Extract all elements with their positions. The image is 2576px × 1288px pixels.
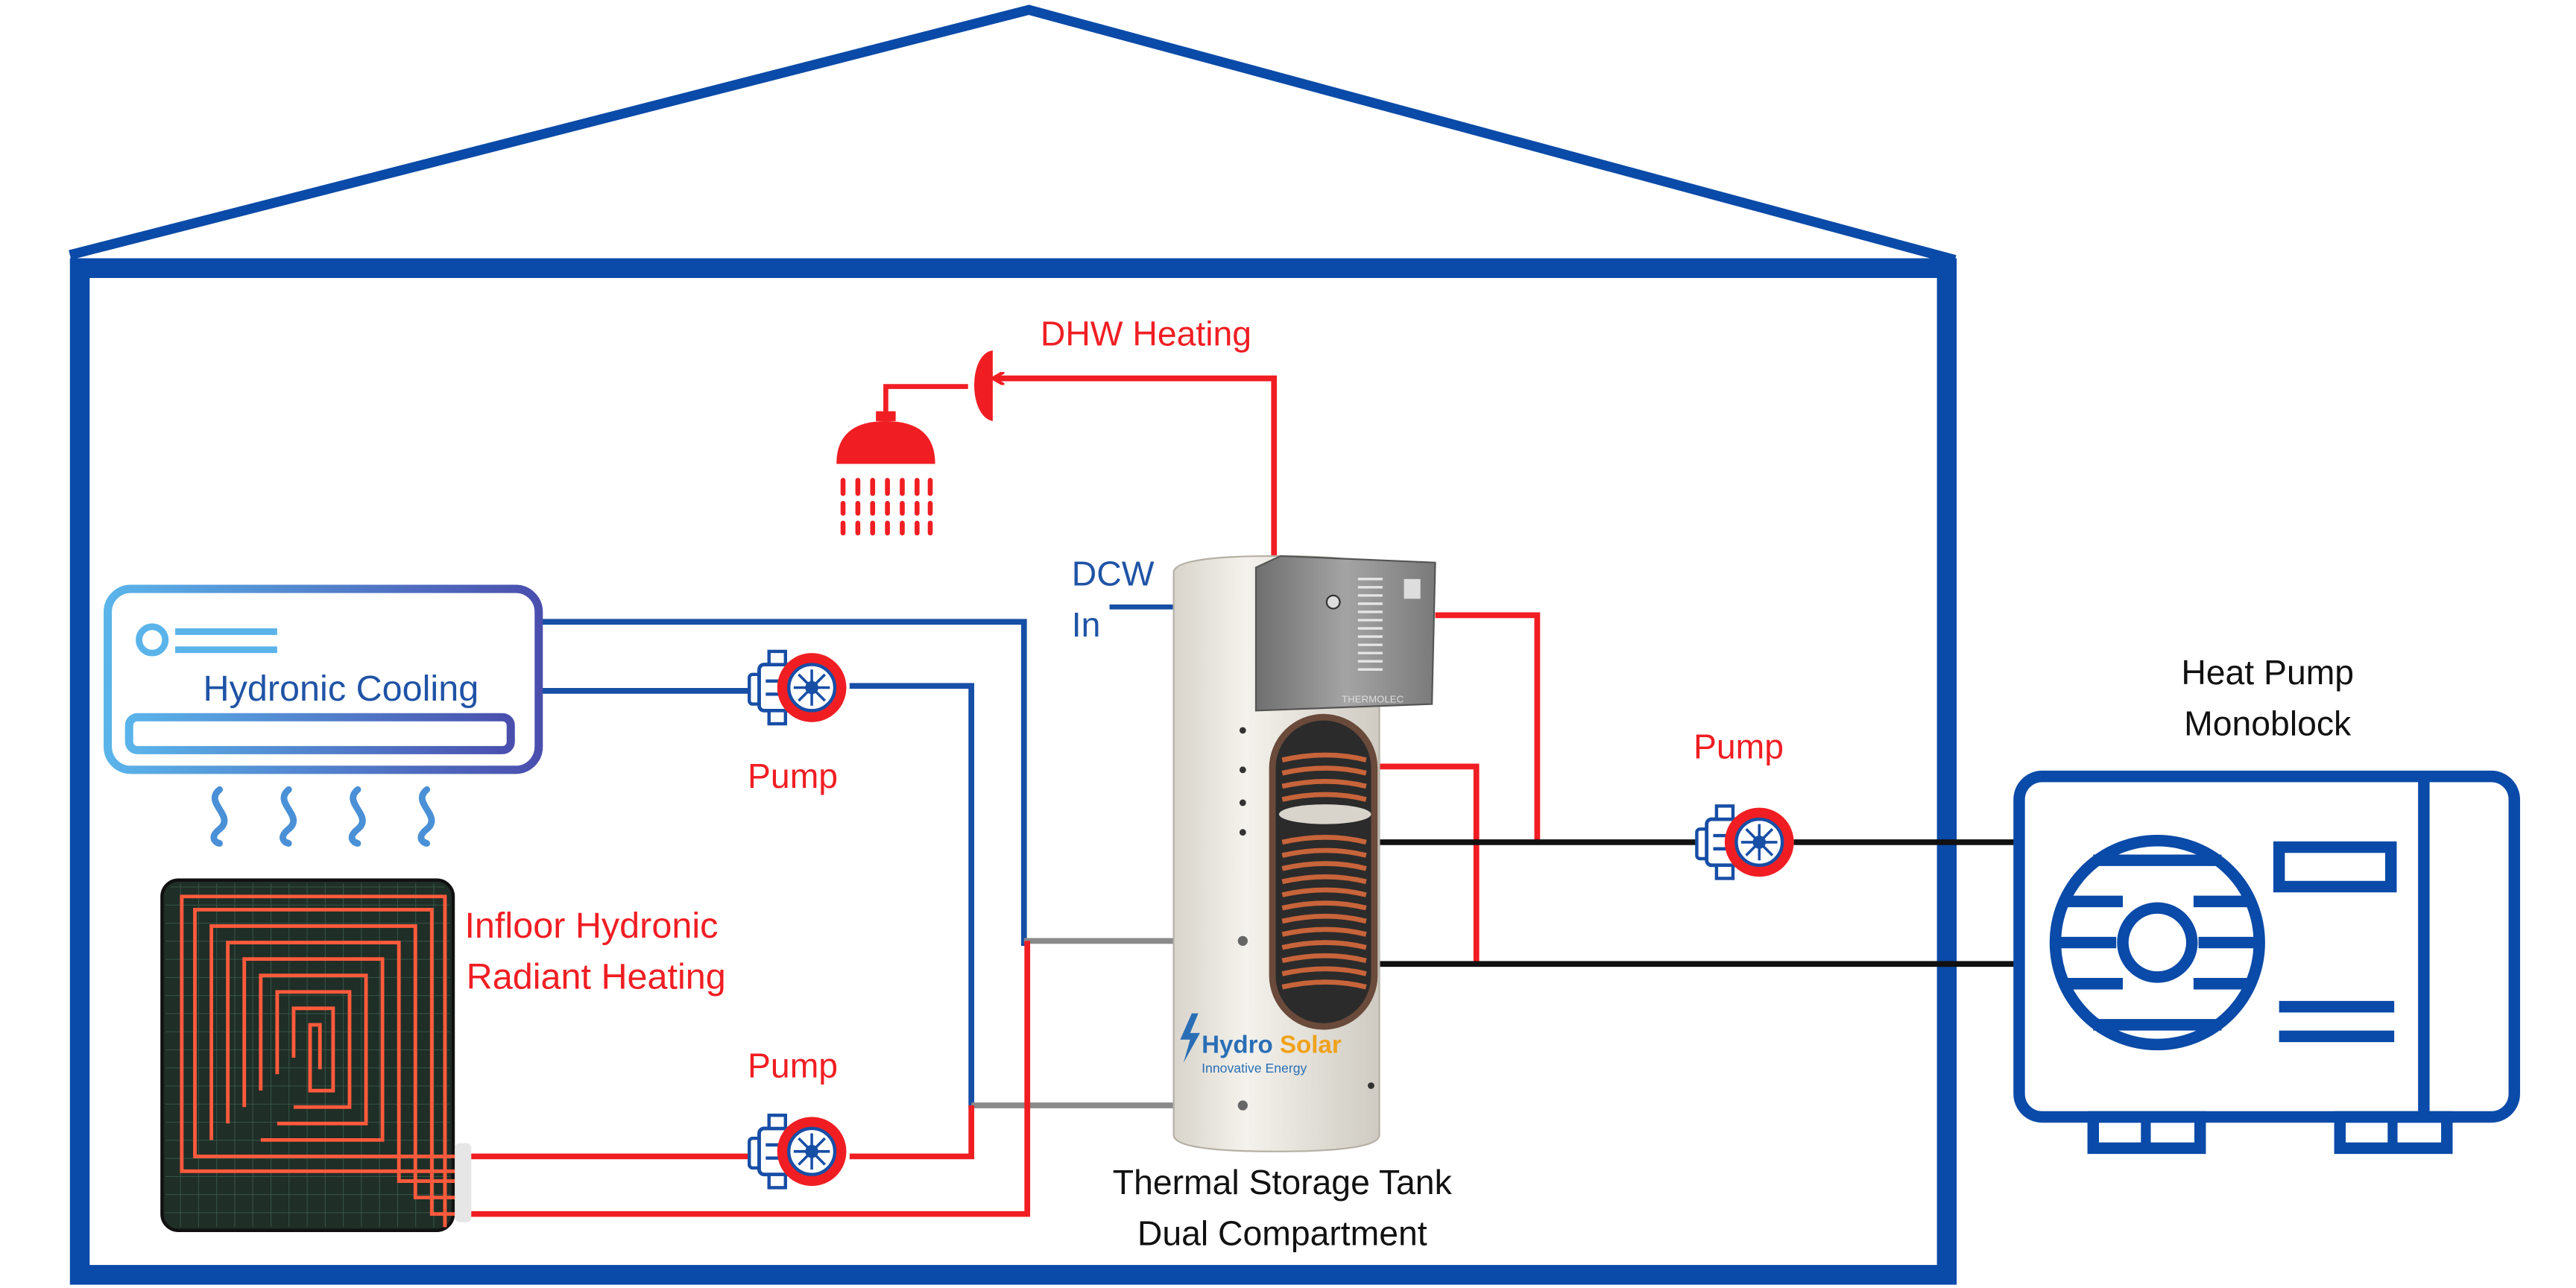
infloor-label-line1: Infloor Hydronic: [464, 906, 718, 946]
hydronic-cooling-label: Hydronic Cooling: [203, 669, 479, 709]
circulation-pump-icon: [749, 1115, 846, 1187]
svg-text:Hydro Solar: Hydro Solar: [1202, 1031, 1342, 1058]
pipework: [461, 379, 2016, 1217]
dhw-heating-label: DHW Heating: [1041, 314, 1251, 353]
cold-air-waves: [210, 786, 435, 847]
outdoor-heat-pump-icon: [2013, 770, 2520, 1155]
infloor-label-line2: Radiant Heating: [467, 956, 726, 997]
wall-ac-unit-icon: [104, 584, 543, 774]
radiant-supply-pipe-2: [849, 1105, 975, 1160]
pump-label-lower: Pump: [748, 1046, 838, 1085]
coil-bypass-pipe: [1379, 763, 1480, 965]
radiant-floor-coil-icon: [160, 878, 472, 1232]
tank-label-line2: Dual Compartment: [1137, 1214, 1427, 1253]
control-box: THERMOLEC: [1254, 555, 1436, 712]
shower-icon: [836, 350, 993, 536]
dcw-label-line1: DCW: [1072, 555, 1155, 593]
circulation-pump-icon: [749, 651, 846, 724]
tank-label-line1: Thermal Storage Tank: [1113, 1163, 1453, 1202]
dcw-label-line2: In: [1072, 605, 1101, 644]
radiant-return-pipe: [461, 941, 1031, 1217]
cooling-supply-pipe: [540, 619, 1027, 946]
tank-brand-tagline: Innovative Energy: [1202, 1061, 1307, 1076]
house-outline: [69, 4, 1957, 1285]
hydro-solar-logo: Hydro Solar Innovative Energy: [1180, 1013, 1342, 1076]
heat-pump-label-line2: Monoblock: [2184, 704, 2352, 742]
thermal-storage-tank: THERMOLEC Hydro Solar Innovative Energy: [1172, 555, 1436, 1152]
dhw-hot-pipe: [994, 379, 1278, 568]
pump-label-upper: Pump: [748, 757, 838, 795]
heat-pump-label-line1: Heat Pump: [2181, 653, 2354, 692]
control-box-brand: THERMOLEC: [1342, 693, 1404, 704]
cooling-return-pipe-2: [849, 683, 975, 1109]
pump-label-right: Pump: [1693, 727, 1784, 765]
circulation-pump-icon: [1696, 806, 1793, 878]
box-to-loop-pipe: [1435, 612, 1541, 842]
